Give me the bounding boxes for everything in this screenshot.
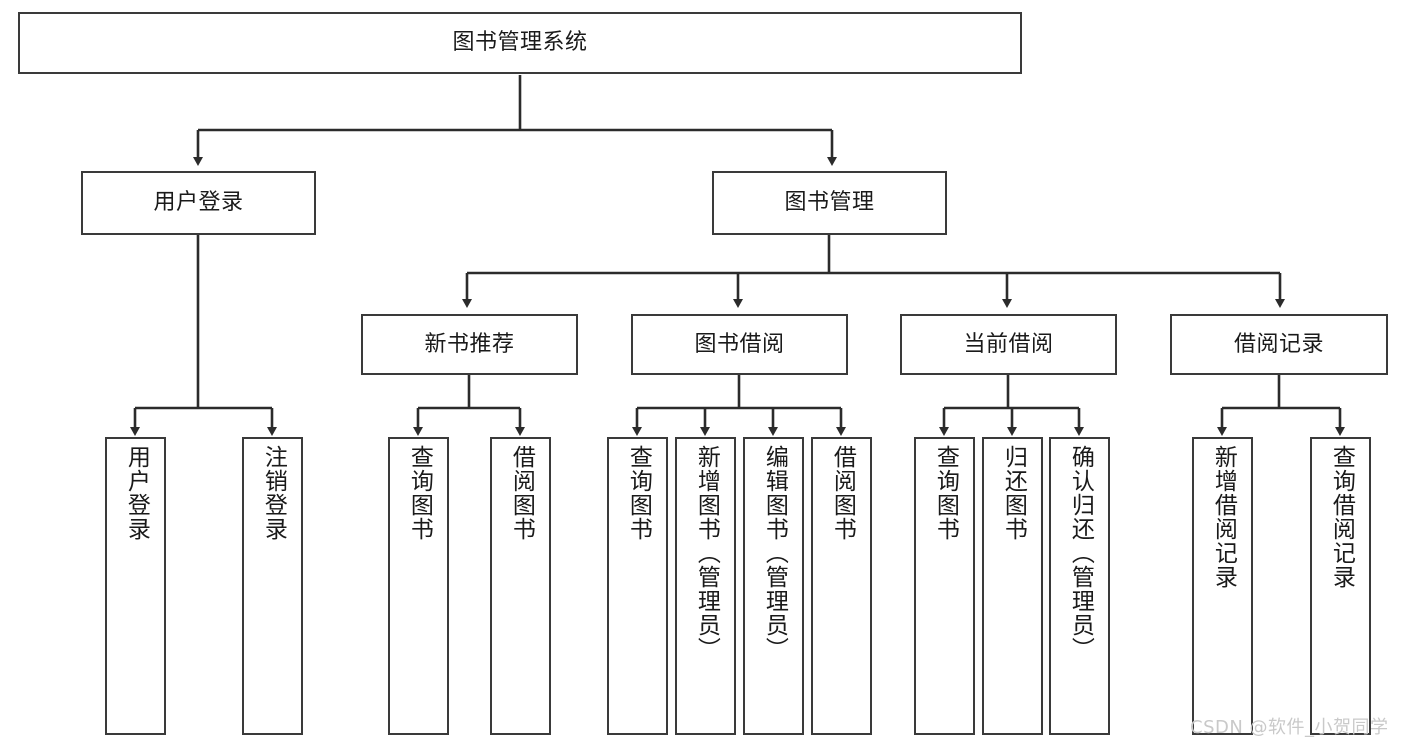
node-root-label: 图书管理系统	[452, 30, 588, 56]
node-book-borrow[interactable]: 图书借阅	[631, 314, 848, 375]
leaf-borrow-book-label: 借阅图书	[829, 445, 856, 541]
node-new-book-recommend-label: 新书推荐	[424, 331, 515, 357]
node-current-borrow-label: 当前借阅	[963, 331, 1054, 357]
leaf-confirm-return-admin-label: 确认归还（管理员）	[1067, 445, 1094, 661]
leaf-query-borrow-record-label: 查询借阅记录	[1328, 445, 1355, 589]
leaf-edit-book-admin[interactable]: 编辑图书（管理员）	[743, 437, 804, 735]
leaf-add-book-admin[interactable]: 新增图书（管理员）	[675, 437, 736, 735]
leaf-borrow-book-newbook-label: 借阅图书	[508, 445, 535, 541]
node-borrow-record[interactable]: 借阅记录	[1170, 314, 1388, 375]
leaf-add-borrow-record-label: 新增借阅记录	[1210, 445, 1237, 589]
leaf-logout-label: 注销登录	[260, 445, 287, 541]
leaf-edit-book-admin-label: 编辑图书（管理员）	[761, 445, 788, 661]
leaf-confirm-return-admin[interactable]: 确认归还（管理员）	[1049, 437, 1110, 735]
node-user-login[interactable]: 用户登录	[81, 171, 316, 235]
leaf-query-borrow-record[interactable]: 查询借阅记录	[1310, 437, 1371, 735]
leaf-query-book-newbook-label: 查询图书	[406, 445, 433, 541]
leaf-return-book-label: 归还图书	[1000, 445, 1027, 541]
node-root[interactable]: 图书管理系统	[18, 12, 1022, 74]
node-borrow-record-label: 借阅记录	[1233, 331, 1324, 357]
node-current-borrow[interactable]: 当前借阅	[900, 314, 1117, 375]
leaf-borrow-book-newbook[interactable]: 借阅图书	[490, 437, 551, 735]
leaf-query-book-current-label: 查询图书	[932, 445, 959, 541]
node-book-management-label: 图书管理	[784, 190, 875, 216]
node-book-borrow-label: 图书借阅	[694, 331, 785, 357]
node-user-login-label: 用户登录	[153, 190, 244, 216]
leaf-add-borrow-record[interactable]: 新增借阅记录	[1192, 437, 1253, 735]
node-new-book-recommend[interactable]: 新书推荐	[361, 314, 578, 375]
leaf-query-book-current[interactable]: 查询图书	[914, 437, 975, 735]
leaf-query-book-borrow-label: 查询图书	[625, 445, 652, 541]
leaf-borrow-book[interactable]: 借阅图书	[811, 437, 872, 735]
leaf-query-book-newbook[interactable]: 查询图书	[388, 437, 449, 735]
leaf-user-login[interactable]: 用户登录	[105, 437, 166, 735]
watermark-text: CSDN @软件_小贺同学	[1190, 717, 1389, 738]
leaf-return-book[interactable]: 归还图书	[982, 437, 1043, 735]
node-book-management[interactable]: 图书管理	[712, 171, 947, 235]
leaf-logout[interactable]: 注销登录	[242, 437, 303, 735]
leaf-query-book-borrow[interactable]: 查询图书	[607, 437, 668, 735]
leaf-add-book-admin-label: 新增图书（管理员）	[693, 445, 720, 661]
leaf-user-login-label: 用户登录	[123, 445, 150, 541]
